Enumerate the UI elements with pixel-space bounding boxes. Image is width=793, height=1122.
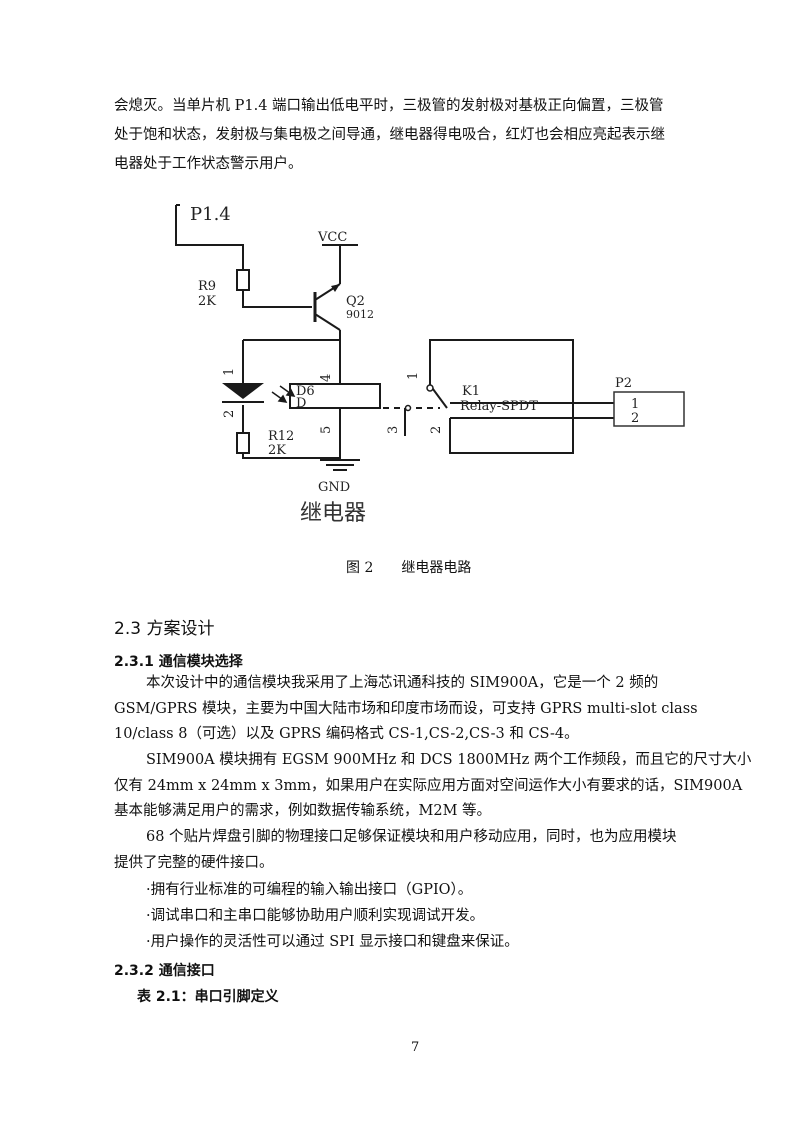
label-r12-value: 2K bbox=[268, 443, 286, 458]
label-r9-value: 2K bbox=[198, 294, 216, 309]
para2-line-2: 仅有 24mm x 24mm x 3mm，如果用户在实际应用方面对空间运作大小有… bbox=[114, 778, 743, 794]
label-gnd: GND bbox=[318, 480, 350, 495]
para1-line-1: 本次设计中的通信模块我采用了上海芯讯通科技的 SIM900A，它是一个 2 频的 bbox=[146, 675, 659, 691]
label-pin-1-relay: 1 bbox=[406, 372, 421, 380]
intro-line-1: 会熄灭。当单片机 P1.4 端口输出低电平时，三极管的发射极对基极正向偏置，三极… bbox=[114, 98, 664, 114]
label-pin-2-relay: 2 bbox=[429, 426, 444, 434]
label-pin-2-left: 2 bbox=[222, 410, 237, 418]
label-d: D bbox=[296, 396, 306, 411]
para1-line-3: 10/class 8（可选）以及 GPRS 编码格式 CS-1,CS-2,CS-… bbox=[114, 726, 579, 742]
label-pin-4: 4 bbox=[319, 374, 334, 382]
para2-line-1: SIM900A 模块拥有 EGSM 900MHz 和 DCS 1800MHz 两… bbox=[146, 752, 752, 768]
label-d6: D6 bbox=[296, 384, 315, 399]
label-r12: R12 bbox=[268, 429, 294, 444]
bullet-item-1: ·拥有行业标准的可编程的输入输出接口（GPIO）。 bbox=[146, 882, 473, 898]
label-p2-pin2: 2 bbox=[631, 411, 639, 426]
intro-line-3: 电器处于工作状态警示用户。 bbox=[114, 156, 303, 172]
figure-title: 继电器 bbox=[300, 501, 366, 526]
label-p2: P2 bbox=[615, 376, 632, 391]
label-q2-model: 9012 bbox=[346, 308, 374, 321]
figure-caption: 图 2 继电器电路 bbox=[346, 557, 471, 577]
label-p14: P1.4 bbox=[190, 204, 231, 225]
label-pin-5: 5 bbox=[319, 426, 334, 434]
label-pin-3: 3 bbox=[386, 426, 401, 434]
bullet-item-2: ·调试串口和主串口能够协助用户顺利实现调试开发。 bbox=[146, 908, 485, 924]
label-pin-1-left: 1 bbox=[222, 368, 237, 376]
label-vcc: VCC bbox=[317, 230, 347, 245]
para1-line-2: GSM/GPRS 模块，主要为中国大陆市场和印度市场而设，可支持 GPRS mu… bbox=[114, 701, 698, 717]
label-relay-spdt: Relay-SPDT bbox=[460, 399, 538, 414]
intro-line-2: 处于饱和状态，发射极与集电极之间导通，继电器得电吸合，红灯也会相应亮起表示继 bbox=[114, 127, 665, 143]
figure-caption-text: 继电器电路 bbox=[401, 560, 472, 576]
page-number: 7 bbox=[411, 1040, 420, 1055]
subsection-heading-2-3-1: 2.3.1 通信模块选择 bbox=[114, 654, 243, 670]
subsection-heading-2-3-2: 2.3.2 通信接口 bbox=[114, 963, 215, 979]
label-p2-pin1: 1 bbox=[631, 397, 639, 412]
section-heading: 2.3 方案设计 bbox=[114, 619, 215, 639]
label-q2: Q2 bbox=[346, 294, 365, 309]
label-r9: R9 bbox=[198, 279, 216, 294]
label-k1: K1 bbox=[462, 384, 480, 399]
figure-caption-number: 图 2 bbox=[346, 560, 374, 576]
para2-line-3: 基本能够满足用户的需求，例如数据传输系统，M2M 等。 bbox=[114, 803, 492, 819]
para3-line-2: 提供了完整的硬件接口。 bbox=[114, 855, 274, 871]
para3-line-1: 68 个贴片焊盘引脚的物理接口足够保证模块和用户移动应用，同时，也为应用模块 bbox=[146, 829, 677, 845]
table-title: 表 2.1：串口引脚定义 bbox=[137, 989, 279, 1005]
relay-circuit-diagram: P1.4 VCC R9 2K Q2 9012 D6 D K1 Relay-SPD… bbox=[175, 204, 685, 526]
bullet-item-3: ·用户操作的灵活性可以通过 SPI 显示接口和键盘来保证。 bbox=[146, 934, 519, 950]
